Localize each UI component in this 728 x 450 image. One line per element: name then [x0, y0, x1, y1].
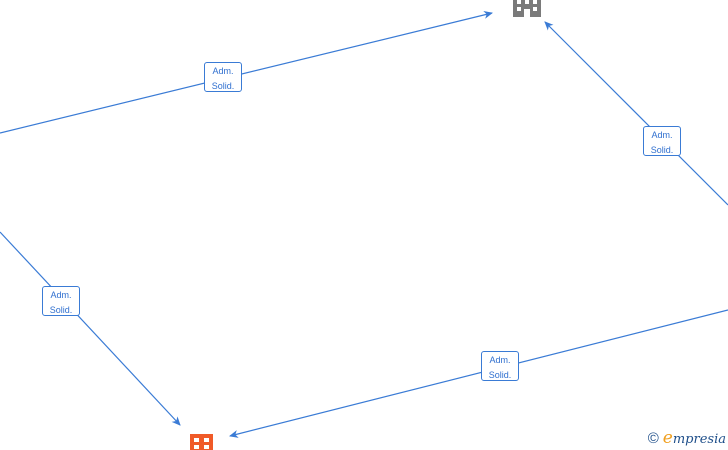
- edge-label-line1: Adm.: [651, 130, 673, 140]
- edge-line-2: [544, 21, 728, 206]
- building-icon[interactable]: [190, 434, 213, 450]
- edge-label[interactable]: Adm. Solid.: [42, 286, 80, 316]
- copyright-symbol: ©: [647, 429, 659, 447]
- edge-label[interactable]: Adm. Solid.: [481, 351, 519, 381]
- edge-line-4: [229, 309, 728, 438]
- edge-label-line1: Adm.: [489, 355, 511, 365]
- edge-label-line2: Solid.: [488, 370, 512, 380]
- edge-label-line1: Adm.: [212, 66, 234, 76]
- brand-initial: e: [662, 428, 673, 448]
- edge-label-line2: Solid.: [211, 81, 235, 91]
- edge-label[interactable]: Adm. Solid.: [204, 62, 242, 92]
- edge-line-3: [0, 231, 181, 426]
- brand-name: mpresia: [672, 432, 726, 447]
- edge-label-line1: Adm.: [50, 290, 72, 300]
- edge-label-line2: Solid.: [49, 305, 73, 315]
- empresia-watermark: © empresia: [647, 428, 726, 448]
- building-icon[interactable]: [513, 0, 541, 17]
- edge-label-line2: Solid.: [650, 145, 674, 155]
- brand-logo: empresia: [663, 428, 726, 448]
- edge-label[interactable]: Adm. Solid.: [643, 126, 681, 156]
- edge-line-1: [0, 11, 493, 134]
